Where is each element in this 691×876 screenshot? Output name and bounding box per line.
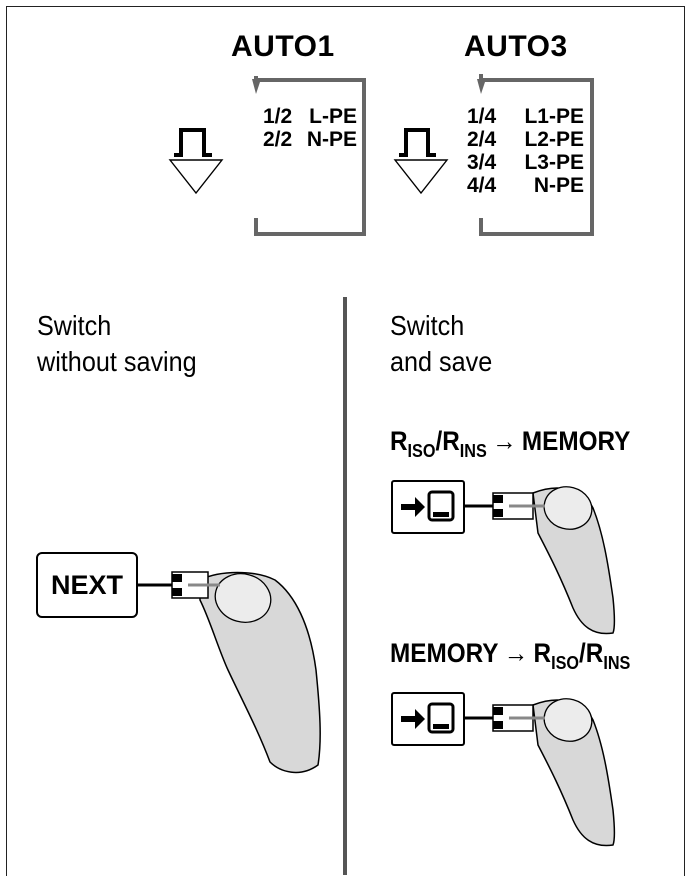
iso-subscript: ISO — [407, 441, 436, 461]
right-arrow: → — [503, 638, 529, 668]
left-panel-heading: Switch without saving — [37, 308, 197, 380]
step-index: 1/4 — [467, 105, 497, 128]
auto1-bracket — [254, 76, 366, 236]
auto3-step: 2/4 L2-PE — [467, 128, 584, 151]
auto1-title: AUTO1 — [231, 30, 335, 63]
panel-divider — [343, 297, 347, 875]
next-key-button[interactable]: NEXT — [36, 552, 138, 618]
memory-label: MEMORY — [390, 638, 499, 668]
next-key-label: NEXT — [50, 569, 123, 600]
auto3-title: AUTO3 — [464, 30, 568, 63]
finger-press-icon — [171, 571, 321, 774]
finger-press-icon — [492, 486, 616, 635]
formula-memory-to-riso: MEMORY→RISO/RINS — [390, 638, 630, 674]
iso-subscript: ISO — [551, 653, 580, 673]
r-symbol: R — [442, 426, 460, 456]
ins-subscript: INS — [459, 441, 487, 461]
step-label: L-PE — [309, 105, 357, 128]
auto3-step: 1/4 L1-PE — [467, 105, 584, 128]
auto1-step-arrow-icon — [168, 128, 224, 195]
sequence-graphics — [168, 74, 594, 236]
step-index: 2/2 — [263, 128, 293, 151]
auto3-step: 3/4 L3-PE — [467, 151, 584, 174]
left-heading-line1: Switch — [37, 310, 112, 341]
slash: / — [579, 638, 586, 668]
step-label: N-PE — [533, 174, 584, 197]
left-heading-line2: without saving — [37, 346, 197, 377]
right-finger-illustration-2 — [465, 698, 616, 847]
step-index: 2/4 — [467, 128, 497, 151]
finger-press-icon — [492, 698, 616, 847]
auto3-step-arrow-icon — [393, 128, 449, 195]
step-label: N-PE — [306, 128, 357, 151]
step-index: 3/4 — [467, 151, 497, 174]
auto3-start-marker — [477, 79, 486, 94]
memory-key-button[interactable] — [391, 692, 465, 746]
ins-subscript: INS — [603, 653, 631, 673]
step-index: 1/2 — [263, 105, 293, 128]
memory-label: MEMORY — [521, 426, 631, 456]
r-symbol: R — [390, 426, 408, 456]
step-label: L3-PE — [524, 151, 584, 174]
auto1-step: 2/2 N-PE — [263, 128, 357, 151]
right-arrow: → — [492, 426, 517, 456]
right-heading-line1: Switch — [390, 310, 465, 341]
auto1-start-marker — [252, 79, 261, 94]
slash: / — [435, 426, 443, 456]
memory-key-button[interactable] — [391, 480, 465, 534]
auto1-steps: 1/2 L-PE 2/2 N-PE — [263, 105, 357, 151]
figure-frame — [6, 6, 685, 876]
arrow-into-memory-icon — [401, 490, 455, 522]
auto1-step: 1/2 L-PE — [263, 105, 357, 128]
step-label: L1-PE — [524, 105, 584, 128]
right-panel-heading: Switch and save — [390, 308, 492, 380]
left-finger-illustration — [138, 571, 321, 774]
step-index: 4/4 — [467, 174, 497, 197]
step-label: L2-PE — [524, 128, 584, 151]
arrow-into-memory-icon — [401, 702, 455, 734]
right-heading-line2: and save — [390, 346, 493, 377]
auto3-steps: 1/4 L1-PE 2/4 L2-PE 3/4 L3-PE 4/4 N-PE — [467, 105, 584, 197]
formula-riso-to-memory: RISO/RINS→MEMORY — [390, 426, 630, 462]
r-symbol: R — [533, 638, 552, 668]
r-symbol: R — [585, 638, 604, 668]
right-finger-illustration-1 — [465, 486, 616, 635]
auto3-step: 4/4 N-PE — [467, 174, 584, 197]
